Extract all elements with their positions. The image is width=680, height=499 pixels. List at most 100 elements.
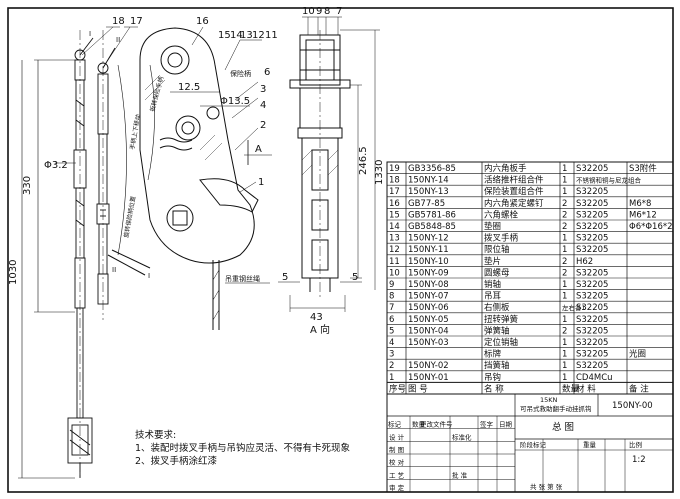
bom-cell-code: 150NY-10 (408, 257, 449, 267)
bom-cell-no: 8 (389, 292, 394, 302)
bom-header-mat: 材 料 (576, 383, 596, 394)
bom-cell-no: 1 (389, 373, 394, 383)
bom-cell-no: 12 (389, 245, 400, 255)
bom-cell-qty: 1 (562, 361, 567, 371)
dim-246-5: 246.5 (358, 146, 369, 175)
push-rod-view (18, 26, 155, 480)
bom-cell-mat: S32205 (576, 303, 608, 313)
notes-heading: 技术要求: (135, 429, 176, 441)
bom-header-name: 名 称 (484, 383, 504, 394)
tb-date: 日期 (499, 421, 513, 429)
bom-cell-no: 13 (389, 234, 400, 244)
bom-cell-name: 拨叉手柄 (484, 233, 519, 244)
bom-cell-code: 150NY-12 (408, 234, 449, 244)
bom-cell-name: 弹簧轴 (484, 325, 510, 336)
dim-43: 43 (310, 312, 323, 323)
bom-cell-note: Φ6*Φ16*2 (629, 222, 673, 232)
balloon-10: 10 (302, 6, 315, 17)
tb-sheet: 共 张 第 张 (530, 482, 563, 491)
bom-cell-mat: H62 (576, 257, 593, 267)
bom-header-qty: 数量 (562, 383, 580, 394)
bom-cell-note: M6*12 (629, 210, 657, 220)
tb-standard: 标准化 (452, 432, 472, 441)
bom-cell-no: 4 (389, 338, 394, 348)
bom-cell-name: 右侧板 (484, 302, 510, 313)
bom-cell-mat: S32205 (576, 187, 608, 197)
balloon-9: 9 (316, 6, 322, 17)
bom-cell-no: 16 (389, 199, 400, 209)
bom-cell-qty: 1 (562, 315, 567, 325)
bom-cell-code: 150NY-01 (408, 373, 449, 383)
bom-cell-mat: 不锈钢和铜与尼龙组合 (576, 176, 642, 185)
bom-cell-note: 光圈 (629, 349, 646, 360)
balloon-1: 1 (258, 177, 264, 188)
bom-cell-mat: CD4MCu (576, 373, 613, 383)
position-label-i-bottom: I (148, 272, 150, 280)
dim-1330: 1330 (374, 160, 385, 185)
bom-cell-name: 挡簧轴 (484, 360, 510, 371)
bom-cell-code: 150NY-04 (408, 326, 449, 336)
position-label-i-top: I (89, 30, 91, 38)
bom-cell-name: 吊耳 (484, 292, 502, 302)
bom-cell-no: 15 (389, 210, 400, 220)
notes-line-1: 1、装配时拨叉手柄与吊钩应灵活、不得有卡死现象 (135, 442, 351, 454)
bom-cell-mat: S32205 (576, 292, 608, 302)
dim-1030: 1030 (8, 260, 19, 285)
bom-cell-qty: 2 (562, 326, 567, 336)
tb-drawn: 制 图 (389, 445, 404, 454)
bom-cell-no: 2 (389, 361, 394, 371)
bom-cell-name: 标牌 (484, 349, 502, 360)
balloon-15: 15 (218, 30, 231, 41)
hook-view (139, 26, 272, 330)
bom-cell-no: 3 (389, 350, 394, 360)
bom-cell-qty: 1 (562, 245, 567, 255)
bom-cell-name: 保险装置组合件 (484, 186, 544, 197)
bom-cell-qty: 2 (562, 199, 567, 209)
bom-cell-qty: 1 (562, 292, 567, 302)
tb-process: 工 艺 (389, 471, 405, 479)
bom-cell-qty: 2 (562, 222, 567, 232)
tb-sign: 签字 (480, 420, 494, 429)
bom-cell-mat: S32205 (576, 280, 608, 290)
dim-330: 330 (22, 176, 33, 195)
bom-cell-no: 10 (389, 268, 400, 278)
balloon-12: 12 (252, 30, 265, 41)
bom-cell-name: 吊钩 (484, 372, 501, 383)
balloon-7: 7 (336, 6, 342, 17)
bom-cell-mat: S32205 (576, 222, 608, 232)
bom-cell-no: 5 (389, 326, 394, 336)
bom-cell-mat: S32205 (576, 164, 608, 174)
bom-cell-code: 150NY-06 (408, 303, 449, 313)
balloon-17: 17 (130, 16, 143, 27)
balloon-11: 11 (265, 30, 278, 41)
balloon-14: 14 (230, 30, 243, 41)
bom-cell-no: 14 (389, 222, 400, 232)
bom-cell-no: 11 (389, 257, 400, 267)
tb-count: 数量 (412, 420, 426, 429)
bom-cell-no: 17 (389, 187, 400, 197)
bom-cell-qty: 1 (562, 280, 567, 290)
bom-cell-name: 内六角板手 (484, 163, 527, 174)
bom-cell-code: 150NY-13 (408, 187, 449, 197)
bom-cell-code: 150NY-03 (408, 338, 449, 348)
dim-5-right: 5 (352, 272, 358, 283)
tb-approve: 批 准 (452, 470, 468, 479)
bom-cell-name: 扭转弹簧 (484, 314, 519, 325)
arc-label-rotate: 旋转保险柄位置 (122, 196, 137, 239)
notes-line-2: 2、拨叉手柄涂红漆 (135, 455, 218, 467)
tb-review: 审 定 (389, 483, 405, 492)
tb-scale: 比例 (629, 440, 642, 449)
bom-cell-qty: 2 (562, 210, 567, 220)
bom-cell-qty: 2 (562, 257, 567, 267)
bom-cell-code: GB3356-85 (408, 164, 456, 174)
wire-rope-label: 吊重钢丝绳 (225, 274, 260, 283)
bom-cell-no: 6 (389, 315, 394, 325)
tb-design: 设 计 (389, 432, 405, 441)
bom-cell-qty: 1 (562, 164, 567, 174)
bom-cell-name: 垫片 (484, 256, 501, 267)
bom-header-code: 图 号 (408, 384, 428, 394)
balloon-2: 2 (260, 120, 266, 131)
bom-cell-no: 19 (389, 164, 400, 174)
bom-cell-name: 限位轴 (484, 244, 510, 255)
bom-cell-name: 内六角紧定螺钉 (484, 198, 544, 209)
